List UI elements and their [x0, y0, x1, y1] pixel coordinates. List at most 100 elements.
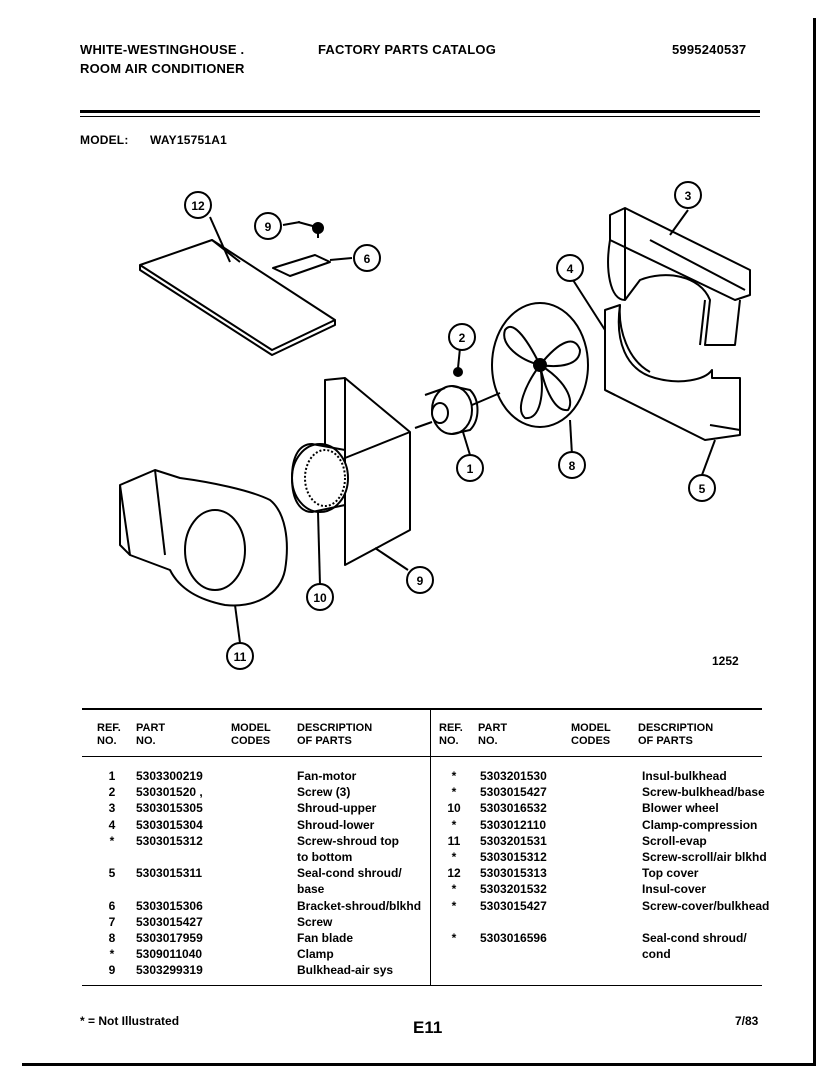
ref-number: * — [109, 833, 115, 848]
page-frame — [22, 18, 816, 1066]
part-number: 5309011040 — [136, 947, 203, 962]
catalog-number: 5995240537 — [672, 42, 747, 57]
callout-3: 3 — [685, 189, 692, 203]
ref-number: 11 — [447, 833, 461, 848]
part-description: Bulkhead-air sys — [297, 963, 394, 978]
table-rule-top — [82, 708, 762, 710]
part-number: 5303015304 — [136, 817, 203, 832]
catalog-title: FACTORY PARTS CATALOG — [318, 42, 497, 57]
ref-number: 6 — [108, 898, 116, 913]
ref-number: 7 — [108, 914, 116, 929]
top-cover-part — [139, 239, 336, 356]
part-description: to bottom — [297, 850, 353, 864]
part-number: 5303015427 — [480, 785, 547, 800]
part-description: Fan blade — [297, 931, 354, 945]
part-number: 5303015427 — [480, 898, 547, 913]
ref-number: * — [451, 850, 457, 864]
part-description: Seal-cond shroud/ — [642, 931, 747, 945]
part-description: Shroud-upper — [297, 801, 377, 816]
ref-number: * — [451, 785, 457, 800]
table-rule-bottom — [82, 985, 762, 986]
part-description: Bracket-shroud/blkhd — [297, 898, 422, 913]
part-number: 5303015313 — [480, 866, 547, 881]
part-number: 5303015312 — [136, 833, 203, 848]
header-desc-left: DESCRIPTION OF PARTS — [297, 722, 373, 747]
part-number: 5303012110 — [480, 817, 547, 832]
drawing-number: 1252 — [712, 654, 739, 668]
part-description: Screw — [297, 914, 333, 929]
catalog-date: 7/83 — [735, 1014, 759, 1028]
part-description: Screw-scroll/air blkhd — [642, 850, 767, 864]
part-number: 530301520 , — [136, 785, 203, 800]
blower-wheel-part — [291, 443, 349, 513]
part-number: 5303015311 — [136, 866, 203, 881]
brand-line-1: WHITE-WESTINGHOUSE . — [80, 42, 245, 57]
part-number: 5303201530 — [480, 769, 547, 783]
fan-blade-part — [491, 302, 589, 428]
scroll-evap-part — [119, 469, 288, 607]
exploded-parts-diagram: 12 9 6 3 4 2 1 8 5 10 9 11 1252 — [119, 181, 751, 670]
part-description: Top cover — [642, 866, 699, 881]
ref-number: 8 — [108, 931, 116, 945]
ref-number: * — [451, 769, 457, 783]
page-number: E11 — [413, 1018, 443, 1037]
callout-9b: 9 — [417, 574, 424, 588]
ref-number: * — [451, 882, 457, 897]
part-description: Blower wheel — [642, 801, 719, 816]
ref-number: * — [109, 947, 115, 962]
ref-number: 4 — [108, 817, 116, 832]
part-number: 5303015312 — [480, 850, 547, 864]
ref-number: 10 — [447, 801, 461, 816]
part-number: 5303015305 — [136, 801, 203, 816]
part-description: Insul-cover — [642, 882, 707, 897]
header-part-right: PART NO. — [478, 722, 508, 747]
part-description: Screw-bulkhead/base — [642, 785, 765, 800]
part-description: Clamp — [297, 947, 334, 962]
part-description: base — [297, 882, 325, 897]
callout-6: 6 — [364, 252, 371, 266]
callout-9a: 9 — [265, 220, 272, 234]
ref-number: 9 — [108, 963, 116, 978]
ref-number: 3 — [108, 801, 116, 816]
model-value: WAY15751A1 — [150, 133, 227, 147]
callout-11: 11 — [234, 650, 247, 664]
callout-5: 5 — [699, 482, 706, 496]
part-number: 5303299319 — [136, 963, 203, 978]
part-description: Insul-bulkhead — [642, 769, 727, 783]
part-number: 5303015427 — [136, 914, 203, 929]
part-description: Shroud-lower — [297, 817, 375, 832]
ref-number: 1 — [108, 769, 116, 783]
part-description: Clamp-compression — [642, 817, 758, 832]
brand-line-2: ROOM AIR CONDITIONER — [80, 61, 245, 76]
part-description: Fan-motor — [297, 769, 357, 783]
header-desc-right: DESCRIPTION OF PARTS — [638, 722, 714, 747]
ref-number: 2 — [108, 785, 116, 800]
table-rule-header — [82, 756, 762, 757]
ref-number: * — [451, 817, 457, 832]
part-description: Scroll-evap — [642, 833, 707, 848]
shroud-lower-part — [604, 304, 741, 441]
fan-motor-part — [414, 367, 501, 435]
part-number: 5303016532 — [480, 801, 547, 816]
bracket-part — [272, 254, 353, 277]
header-ref-right: REF. NO. — [439, 722, 463, 747]
callout-10: 10 — [313, 591, 327, 605]
ref-number: 12 — [447, 866, 461, 881]
part-description: Screw-shroud top — [297, 833, 400, 848]
ref-number: 5 — [108, 866, 116, 881]
part-description: Seal-cond shroud/ — [297, 866, 402, 881]
part-description: Screw-cover/bulkhead — [642, 898, 770, 913]
callout-1: 1 — [467, 462, 474, 476]
part-number: 5303016596 — [480, 931, 547, 945]
part-number: 5303201532 — [480, 882, 547, 897]
part-number: 5303017959 — [136, 931, 203, 945]
part-number: 5303201531 — [480, 833, 547, 848]
header-rule-top — [80, 110, 760, 113]
callout-2: 2 — [459, 331, 466, 345]
shroud-upper-part — [607, 207, 751, 346]
part-number: 5303015306 — [136, 898, 203, 913]
part-description: Screw (3) — [297, 785, 351, 800]
callout-12: 12 — [191, 199, 205, 213]
ref-number: * — [451, 931, 457, 945]
part-number: 5303300219 — [136, 769, 203, 783]
